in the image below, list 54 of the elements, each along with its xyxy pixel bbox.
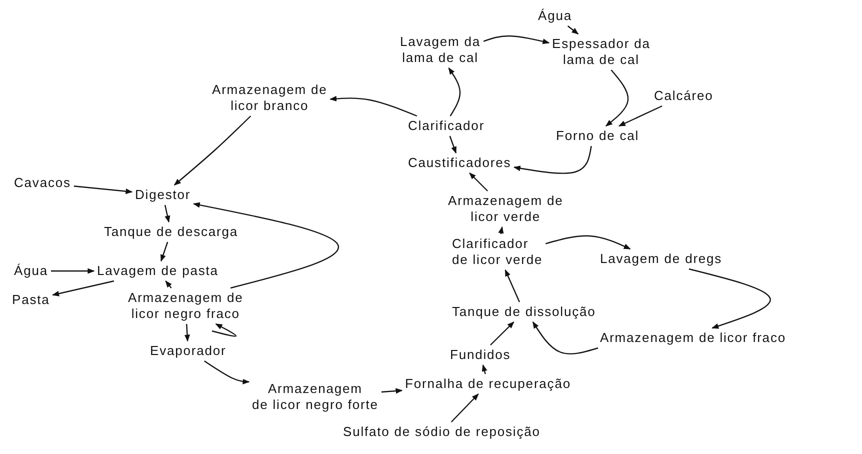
node-label: Armazenagem de licor negro fraco <box>128 290 244 322</box>
arrow <box>50 268 95 274</box>
arrow <box>184 324 190 342</box>
arrow <box>174 116 252 186</box>
node-label: Calcáreo <box>654 88 714 104</box>
arrow <box>532 321 598 354</box>
arrow <box>450 394 479 422</box>
node-label: Lavagem de pasta <box>97 263 218 279</box>
node-label: Sulfato de sódio de reposição <box>343 424 540 440</box>
arrow <box>498 226 504 234</box>
arrow <box>545 235 631 250</box>
node-label: Armazenagem de licor fraco <box>600 330 786 346</box>
node-label: Forno de cal <box>556 128 640 144</box>
node-label: Lavagem da lama de cal <box>400 34 481 66</box>
node-label: Pasta <box>12 292 50 308</box>
node-label: Fundidos <box>450 347 511 363</box>
arrow <box>482 364 488 374</box>
arrow <box>204 360 250 384</box>
arrow <box>192 202 339 289</box>
node-label: Armazenagem de licor negro forte <box>252 381 378 413</box>
arrow <box>605 70 629 126</box>
node-label: Tanque de dissolução <box>452 304 596 320</box>
node-label: Espessador da lama de cal <box>552 36 650 68</box>
node-label: Tanque de descarga <box>104 224 238 240</box>
arrow <box>74 186 133 194</box>
arrow <box>513 146 592 174</box>
arrow <box>160 242 168 262</box>
node-label: Clarificador de licor verde <box>452 236 543 268</box>
arrow <box>567 26 579 34</box>
arrow <box>688 268 771 329</box>
node-label: Armazenagem de licor branco <box>212 82 328 114</box>
arrow <box>52 280 114 296</box>
node-label: Fornalha de recuperação <box>405 376 571 392</box>
arrow <box>165 280 172 288</box>
arrow <box>330 96 418 117</box>
node-label: Cavacos <box>14 175 71 191</box>
node-label: Digestor <box>135 187 191 203</box>
node-label: Armazenagem de licor verde <box>448 193 564 225</box>
node-label: Caustificadores <box>408 155 512 171</box>
arrow <box>490 322 514 346</box>
arrow <box>504 269 520 302</box>
node-label: Evaporador <box>150 343 226 359</box>
node-label: Lavagem de dregs <box>600 251 722 267</box>
arrow <box>449 136 457 154</box>
arrow <box>381 388 403 394</box>
arrow <box>483 35 550 44</box>
node-label: Água <box>538 8 572 24</box>
node-label: Água <box>14 263 48 279</box>
arrow <box>448 67 461 116</box>
node-label: Clarificador <box>408 118 485 134</box>
arrow <box>469 172 488 192</box>
arrow <box>212 323 237 337</box>
arrow <box>164 204 170 223</box>
arrow <box>618 105 662 127</box>
